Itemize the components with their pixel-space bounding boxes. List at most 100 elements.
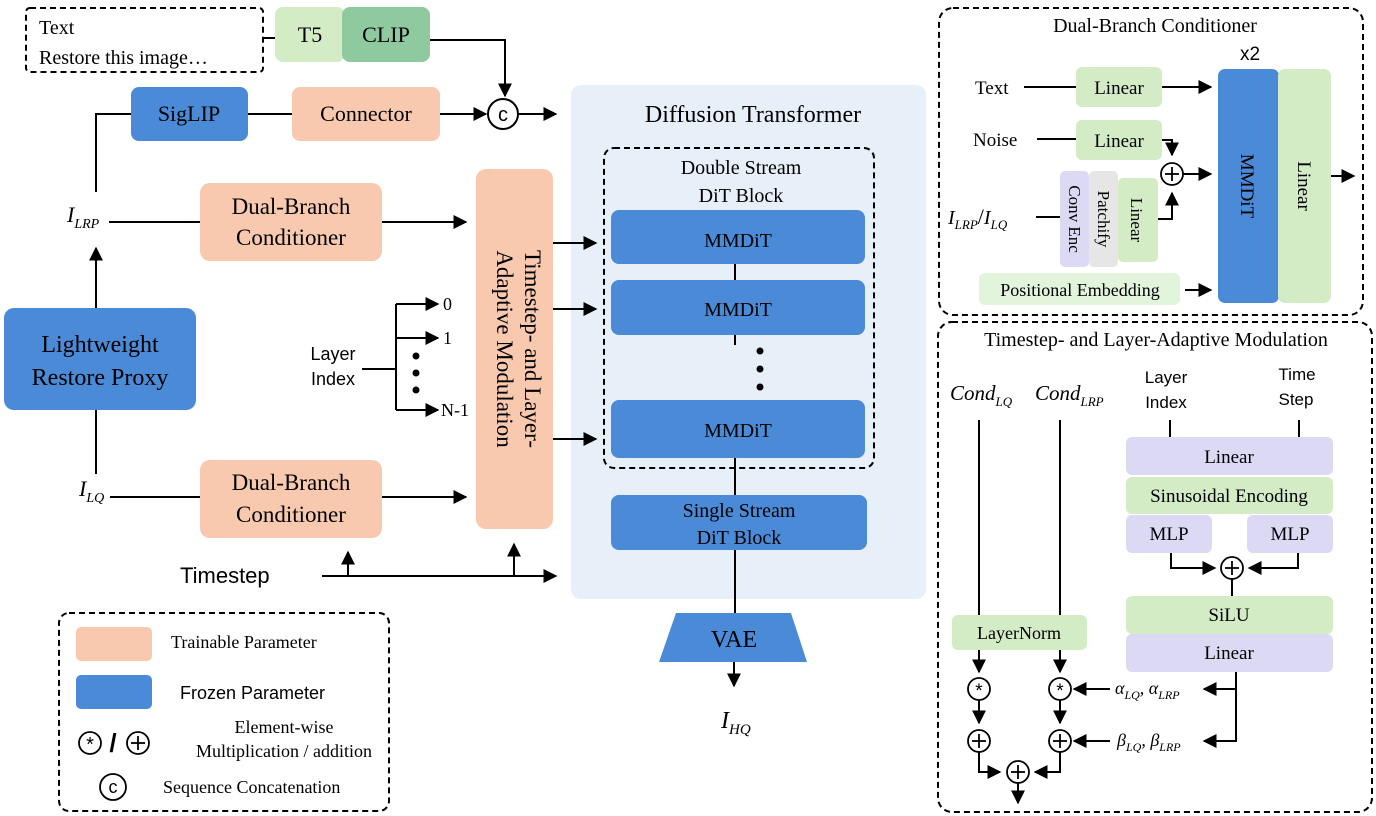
legend-box xyxy=(58,612,390,812)
legend-trainable-swatch xyxy=(76,627,152,661)
mmdit-block-3 xyxy=(611,400,865,458)
text-input-line-2: Restore this image… xyxy=(39,47,208,69)
mod-panel-silu-label: SiLU xyxy=(1208,605,1249,626)
layer-index-dot-1 xyxy=(412,352,420,360)
dbc-panel-noise-to-add xyxy=(1162,139,1179,157)
mod-panel-mlp-left-to-add xyxy=(1170,553,1217,575)
layer-index-dot-2 xyxy=(412,369,420,377)
mod-panel-layer-index-2: Index xyxy=(1145,393,1187,412)
dbc-panel-conv-enc xyxy=(1060,171,1089,267)
dbc-panel-mmdit xyxy=(1218,69,1279,303)
dit-ellipsis-dot-2 xyxy=(756,365,764,373)
double-stream-label-2: DiT Block xyxy=(699,185,784,207)
mod-panel-mlp-right-to-add xyxy=(1247,553,1299,575)
dbc-panel-linear-noise-label: Linear xyxy=(1094,131,1144,152)
mod-panel-linear-top xyxy=(1126,437,1333,475)
lrp-label: ILRP xyxy=(66,202,100,232)
lq-label: ILQ xyxy=(78,476,104,506)
single-stream-label-1: Single Stream xyxy=(683,500,796,522)
mod-panel-linear-bottom-label: Linear xyxy=(1204,643,1254,664)
mmdit-block-1-label: MMDiT xyxy=(704,230,772,252)
dbc-panel-mmdit-label: MMDiT xyxy=(1236,154,1257,219)
dbc-panel-title: Dual-Branch Conditioner xyxy=(1053,15,1257,37)
dbc-panel-noise-label: Noise xyxy=(973,130,1017,151)
text-input-box xyxy=(25,7,264,73)
layer-index-tick-n: N-1 xyxy=(441,400,469,420)
mod-panel-linear-top-label: Linear xyxy=(1204,447,1254,468)
hq-output-label: IHQ xyxy=(720,708,751,738)
dbc-panel-linear-input xyxy=(1118,178,1158,262)
clip-label: CLIP xyxy=(362,22,410,47)
legend-multiply-icon xyxy=(78,731,102,755)
mod-panel-sinusoidal xyxy=(1126,477,1333,514)
mod-panel-layer-index-1: Layer xyxy=(1145,368,1188,387)
restore-proxy-label-1: Lightweight xyxy=(41,332,159,358)
legend-elementwise-1: Element-wise xyxy=(235,717,334,737)
dbc-panel-linear-input-label: Linear xyxy=(1127,198,1146,243)
dbc-panel-pos-embed-label: Positional Embedding xyxy=(1000,280,1160,300)
legend-trainable-label: Trainable Parameter xyxy=(171,632,317,652)
dit-ellipsis-dot-1 xyxy=(756,347,764,355)
mmdit-block-2 xyxy=(611,280,865,335)
dbc-panel-input-to-add xyxy=(1158,191,1179,220)
legend-multiply-star: * xyxy=(86,734,94,756)
mod-panel-add-lrp-to-final xyxy=(1033,752,1061,779)
layer-index-label-1: Layer xyxy=(310,344,355,364)
dbc-bottom-block xyxy=(200,460,382,538)
legend-concat-letter: c xyxy=(109,777,118,797)
dbc-panel-linear-out-label: Linear xyxy=(1293,161,1314,211)
mod-panel-cond-lq: CondLQ xyxy=(950,381,1013,409)
connector-label: Connector xyxy=(320,101,412,126)
mod-panel-mul-lrp-star: * xyxy=(1056,681,1064,702)
dbc-panel-patchify-label: Patchify xyxy=(1094,191,1113,248)
modulation-label-2: Adaptive Modulation xyxy=(492,250,517,448)
clip-block xyxy=(342,7,430,62)
dbc-panel-linear-out xyxy=(1278,69,1331,303)
mmdit-block-3-label: MMDiT xyxy=(704,420,772,442)
layer-index-tick-1: 1 xyxy=(443,328,452,348)
dbc-panel-text-label: Text xyxy=(975,78,1009,99)
mod-panel-layernorm xyxy=(952,615,1087,650)
siglip-block xyxy=(131,87,248,141)
concat-symbol-letter: c xyxy=(498,104,508,126)
mod-panel-mlp-right xyxy=(1247,515,1333,553)
legend-elementwise-2: Multiplication / addition xyxy=(196,741,372,761)
dbc-panel-patchify xyxy=(1089,171,1118,267)
dbc-panel-repeat: x2 xyxy=(1240,44,1260,65)
restore-proxy-label-2: Restore Proxy xyxy=(32,365,169,391)
restore-proxy-block xyxy=(4,308,196,410)
legend-concat-icon xyxy=(99,773,127,801)
mod-panel-sinusoidal-label: Sinusoidal Encoding xyxy=(1150,486,1308,507)
dbc-panel-linear-text-label: Linear xyxy=(1094,78,1144,99)
mod-panel-linear-bottom xyxy=(1126,634,1333,672)
mod-panel-layernorm-label: LayerNorm xyxy=(977,623,1061,643)
text-input-line-1: Text xyxy=(39,17,75,39)
mod-panel-time-step-1: Time xyxy=(1278,365,1315,384)
vae-label: VAE xyxy=(711,627,757,653)
mod-panel-silu xyxy=(1126,596,1333,634)
mod-panel-beta-path xyxy=(1202,689,1237,748)
mmdit-block-2-label: MMDiT xyxy=(704,299,772,321)
siglip-label: SigLIP xyxy=(158,101,220,126)
dit-ellipsis-dot-3 xyxy=(756,383,764,391)
t5-block xyxy=(275,7,345,62)
mod-panel-alpha-path xyxy=(1202,672,1237,696)
dbc-top-label-1: Dual-Branch xyxy=(232,194,351,219)
layer-index-dot-3 xyxy=(412,386,420,394)
mmdit-block-1 xyxy=(611,210,865,264)
dbc-panel-input-label: ILRP/ILQ xyxy=(947,204,1008,232)
connector-block xyxy=(292,87,440,141)
mod-panel xyxy=(937,321,1373,813)
layer-index-label-2: Index xyxy=(311,369,355,389)
dbc-bottom-label-2: Conditioner xyxy=(236,502,346,527)
double-stream-label-1: Double Stream xyxy=(681,157,802,179)
dbc-panel-linear-noise xyxy=(1076,120,1162,160)
dbc-panel-pos-embed xyxy=(979,273,1180,305)
mod-panel-beta-label: βLQ, βLRP xyxy=(1116,730,1181,754)
mod-panel-add-lq-to-final xyxy=(978,752,1002,779)
layer-index-tick-0: 0 xyxy=(443,294,452,314)
dbc-bottom-label-1: Dual-Branch xyxy=(232,470,351,495)
mod-panel-cond-lrp: CondLRP xyxy=(1035,381,1104,409)
legend-frozen-swatch xyxy=(76,675,152,709)
